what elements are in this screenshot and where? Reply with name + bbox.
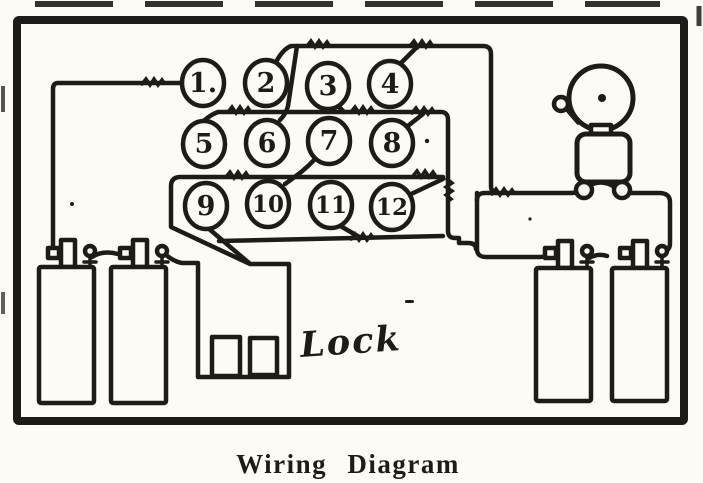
terminal-grid: 1. 2 3 4 5 6 7 8 9 10 11 12 — [179, 57, 416, 233]
wire-splice — [224, 168, 250, 182]
wire — [216, 233, 446, 244]
wire-splice — [305, 37, 331, 51]
wire-splice — [411, 167, 437, 181]
wire-splice — [442, 177, 456, 203]
wire — [168, 174, 446, 267]
bell-base — [574, 131, 633, 185]
bell-clapper — [551, 94, 571, 114]
wire-splice — [410, 104, 436, 118]
terminal-label: 8 — [383, 128, 402, 159]
terminal-circle-8: 8 — [368, 117, 416, 169]
battery-right-1 — [533, 238, 595, 404]
bell-gong-center — [598, 94, 606, 102]
terminal-label: 1. — [189, 68, 217, 99]
wire-splice — [490, 185, 516, 199]
wire-splice — [349, 230, 375, 244]
wire — [194, 109, 479, 252]
ink-speck — [405, 300, 414, 303]
ink-speck — [528, 217, 532, 221]
terminal-label: 9 — [197, 191, 216, 222]
battery-body — [533, 265, 594, 404]
battery-left-1 — [36, 237, 98, 406]
ink-specks — [70, 138, 532, 303]
diagram-border — [13, 16, 688, 425]
bell-clapper-arm — [564, 107, 580, 125]
wire-splice-marks — [140, 37, 516, 244]
ink-speck — [424, 138, 430, 144]
ink-speck — [70, 202, 74, 206]
battery-right-2 — [609, 238, 670, 404]
figure-caption: Wiring Diagram — [236, 449, 460, 479]
terminal-circle-7: 7 — [305, 115, 353, 167]
terminal-label: 11 — [315, 192, 347, 219]
terminal-label: 3 — [319, 71, 338, 102]
lock-contact-right — [247, 335, 280, 378]
terminal-label: 6 — [258, 128, 277, 159]
battery-terminal-knob — [542, 245, 559, 261]
wire-splice — [140, 75, 166, 89]
terminal-circle-3: 3 — [304, 60, 352, 112]
terminal-label: 10 — [252, 191, 284, 218]
terminal-circle-12: 12 — [368, 181, 416, 233]
wire-splice — [408, 37, 434, 51]
lock-contact-left — [209, 334, 243, 379]
terminal-label: 5 — [195, 129, 214, 160]
battery-group — [36, 237, 670, 406]
wire-splice — [349, 103, 375, 117]
wire — [396, 44, 420, 68]
battery-terminal-knob — [117, 245, 134, 261]
wire — [205, 225, 252, 266]
electric-bell-icon — [551, 63, 636, 201]
lock-switch: Lock — [209, 318, 403, 379]
terminal-circle-9: 9 — [182, 180, 230, 232]
battery-body — [609, 265, 670, 404]
terminal-circle-5: 5 — [180, 118, 228, 170]
battery-terminal-knob — [45, 245, 62, 261]
lock-label: Lock — [298, 318, 403, 366]
terminal-circle-1: 1. — [179, 57, 227, 109]
wire-splice — [226, 103, 252, 117]
bell-foot-left — [573, 179, 595, 201]
battery-post — [630, 238, 650, 271]
battery-post — [555, 238, 575, 271]
wire — [50, 80, 185, 251]
terminal-label: 4 — [381, 69, 400, 100]
battery-left-2 — [108, 237, 170, 406]
battery-post — [58, 237, 78, 270]
battery-body — [36, 264, 97, 406]
terminal-label: 12 — [376, 194, 408, 221]
bell-foot-right — [611, 179, 633, 201]
terminal-label: 2 — [257, 68, 276, 99]
terminal-circle-4: 4 — [366, 58, 414, 110]
terminal-circle-10: 10 — [244, 178, 292, 230]
terminal-circle-6: 6 — [243, 117, 291, 169]
terminal-label: 7 — [320, 126, 339, 157]
battery-post — [130, 237, 150, 270]
terminal-circle-2: 2 — [242, 57, 290, 109]
battery-terminal-knob — [617, 245, 634, 261]
wire — [406, 176, 446, 198]
scan-edge-marks — [1, 1, 702, 326]
battery-body — [108, 264, 169, 406]
wire — [282, 156, 318, 187]
terminal-circle-11: 11 — [307, 179, 355, 231]
